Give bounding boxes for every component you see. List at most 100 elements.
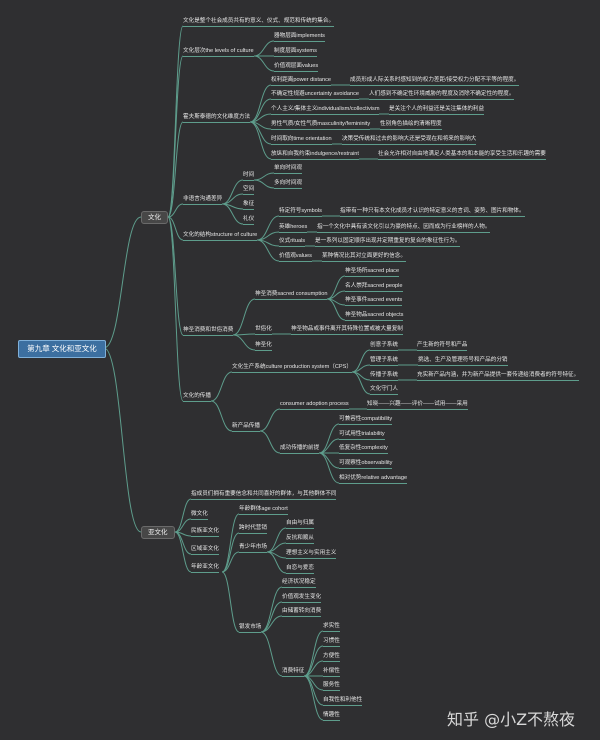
teen-trait-1: 反抗和顺从 xyxy=(286,535,314,544)
sacred-profane: 神圣消费和世俗消费 xyxy=(183,327,234,336)
structure-item-3: 价值观values xyxy=(279,253,312,262)
hofstede-dim-2-desc: 是关注个人的利益还是关注集体的利益 xyxy=(389,106,485,115)
connector-line xyxy=(167,216,184,241)
secularization: 世俗化 xyxy=(255,326,272,335)
time-view-0: 单向时间观 xyxy=(274,165,302,174)
culture-level-0: 器物层面implements xyxy=(274,33,325,42)
structure-item-1: 英雄heroes xyxy=(279,224,308,233)
connector-line xyxy=(221,203,244,225)
silver-market: 银发市场 xyxy=(239,624,262,633)
connector-line xyxy=(174,531,192,573)
hofstede-dim-4: 时间取向time orientation xyxy=(271,136,332,145)
nonverbal-item-1: 空间 xyxy=(243,186,255,195)
prerequisite-3: 可观察性observability xyxy=(339,460,393,469)
connector-line xyxy=(303,675,324,706)
nonverbal-item-2: 象征 xyxy=(243,201,255,210)
root-topic: 第九章 文化和亚文化 xyxy=(18,340,106,358)
consumption-trait-3: 补偿性 xyxy=(323,668,340,677)
connector-line xyxy=(303,645,324,677)
connector-line xyxy=(221,513,240,573)
cps: 文化生产系统culture production system（CPS） xyxy=(232,364,352,373)
hofstede-dim-3-desc: 性别角色描绘的清晰程度 xyxy=(380,121,442,130)
secularization-desc: 神圣物品或事件离开其特殊位置或被大量复制 xyxy=(291,326,403,335)
connector-line xyxy=(253,40,275,57)
teen-market: 青少年市场 xyxy=(239,544,267,553)
connector-line xyxy=(249,121,272,160)
prerequisite-0: 可兼容性compatibility xyxy=(339,416,393,425)
connector-line xyxy=(232,334,256,351)
sacred-type-2: 神圣事件sacred events xyxy=(345,297,403,306)
consumption-trait-1: 习惯性 xyxy=(323,638,340,647)
connector-line xyxy=(103,347,142,533)
time-view-1: 多向时间观 xyxy=(274,180,302,189)
consumption-traits: 消费特征 xyxy=(282,668,305,677)
connector-line xyxy=(232,298,256,336)
connector-line xyxy=(303,675,324,721)
silver-item-0: 经济状况稳定 xyxy=(282,579,316,588)
consumption-trait-2: 方便性 xyxy=(323,653,340,662)
cps-sub-1-desc: 挑选、生产及管理符号和产品的分销 xyxy=(418,357,508,366)
connector-line xyxy=(259,430,281,454)
connector-line xyxy=(318,452,340,469)
consumption-trait-0: 求实性 xyxy=(323,623,340,632)
new-product-diffusion: 新产品传播 xyxy=(232,423,260,432)
culture-level-2: 价值观层面values xyxy=(274,63,319,72)
connector-line xyxy=(221,193,244,205)
sacred-type-3: 神圣物品sacred objects xyxy=(345,312,404,321)
connector-line xyxy=(167,121,184,218)
connector-line xyxy=(318,452,340,484)
connector-line xyxy=(221,571,240,633)
connector-line xyxy=(103,216,142,349)
sacralization: 神圣化 xyxy=(255,342,272,351)
connector-line xyxy=(253,179,275,189)
connector-line xyxy=(221,532,240,573)
silver-item-1: 价值观发生变化 xyxy=(282,594,322,603)
nonverbal-item-3: 礼仪 xyxy=(243,216,255,225)
connector-line xyxy=(221,179,244,205)
branch-culture: 文化 xyxy=(141,211,168,224)
age-cohort: 年龄群体age cohort xyxy=(239,506,288,515)
connector-line xyxy=(253,55,275,72)
teen-trait-0: 自由与归属 xyxy=(286,520,314,529)
connector-line xyxy=(253,172,275,181)
consumption-trait-5: 自我性和利他性 xyxy=(323,697,363,706)
watermark: 知乎 @小Z不熬夜 xyxy=(447,710,576,729)
cps-sub-0-desc: 产生新的符号和产品 xyxy=(417,342,468,351)
connector-line xyxy=(260,615,283,633)
sacred-type-1: 名人崇拜sacred people xyxy=(345,283,403,292)
subculture-item-1: 微文化 xyxy=(191,511,208,520)
connector-line xyxy=(256,239,280,262)
connector-line xyxy=(326,298,346,321)
connector-line xyxy=(167,203,184,218)
connector-line xyxy=(260,586,283,633)
connector-line xyxy=(210,400,233,432)
culture-levels: 文化层次the levels of culture xyxy=(183,48,254,57)
culture-level-1: 制度层面systems xyxy=(274,48,317,57)
subculture-item-0: 指成员们拥有重要信念和共同喜好的群体，与其他群体不同 xyxy=(191,491,337,500)
hofstede-dim-3: 男性气质/女性气质masculinity/femininity xyxy=(271,121,371,130)
sacred-type-0: 神圣场所sacred place xyxy=(345,268,400,277)
nonverbal-time: 时间 xyxy=(243,172,255,181)
connector-line xyxy=(318,423,340,454)
hofstede-dim-0: 权利距离power distance xyxy=(271,77,331,86)
connector-line xyxy=(260,601,283,633)
connector-line xyxy=(303,630,324,677)
cps-sub-0: 创意子系统 xyxy=(370,342,398,351)
hofstede-dim-4-desc: 决策受传统和过去的影响大还是受现在和将来的影响大 xyxy=(342,136,477,145)
subculture-item-2: 民族亚文化 xyxy=(191,528,219,537)
consumption-trait-4: 服务性 xyxy=(323,682,340,691)
structure-item-0: 特定符号symbols xyxy=(279,208,322,217)
connector-line xyxy=(259,408,281,432)
cross-generation-marketing: 跨时代营销 xyxy=(239,525,267,534)
hofstede-dim-5-desc: 社会允许相对自由地满足人类基本的和本能的享受生活和乐趣的需要 xyxy=(378,151,546,160)
teen-trait-3: 自恋与爱恋 xyxy=(286,565,314,574)
culture-definition: 文化是整个社会成员共有的意义、仪式、规范和传统的集合。 xyxy=(183,18,335,27)
structure-item-2: 仪式rituals xyxy=(279,238,306,247)
subculture-item-4: 年龄亚文化 xyxy=(191,564,219,573)
connector-line xyxy=(174,498,192,533)
consumption-trait-6: 情趣性 xyxy=(323,712,340,721)
cps-sub-3: 文化守门人 xyxy=(370,386,398,395)
connector-line xyxy=(167,25,184,218)
hofstede-dim-0-desc: 成员形成人际关系时感知到的权力差距/接受权力分配不平等的程度。 xyxy=(350,77,520,86)
connector-line xyxy=(260,631,283,677)
